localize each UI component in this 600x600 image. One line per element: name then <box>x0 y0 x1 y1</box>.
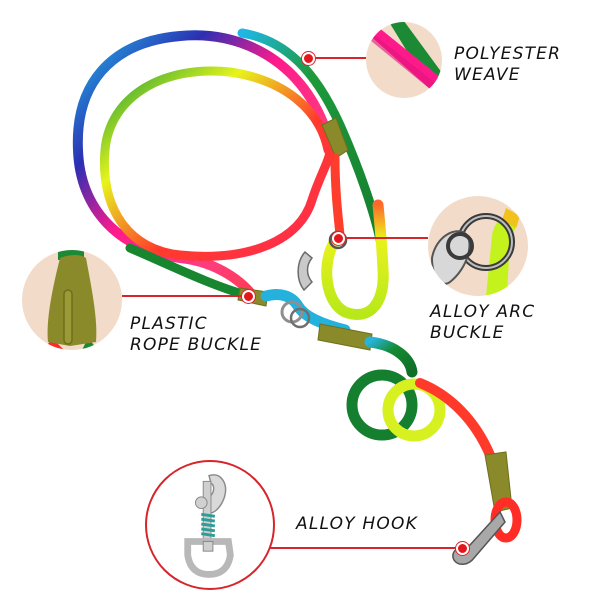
callout-line-plastic-buckle <box>122 295 248 297</box>
label-alloy-arc-buckle: ALLOY ARC BUCKLE <box>430 302 536 343</box>
polyester-weave-closeup <box>366 22 442 98</box>
alloy-arc-buckle-closeup <box>428 196 528 296</box>
callout-line-alloy-hook <box>268 547 462 549</box>
label-plastic-rope-buckle: PLASTIC ROPE BUCKLE <box>130 314 263 355</box>
callout-dot-alloy-hook <box>456 542 469 555</box>
label-alloy-hook: ALLOY HOOK <box>296 514 418 534</box>
callout-line-polyester <box>308 57 366 59</box>
callout-dot-plastic-buckle <box>242 290 255 303</box>
callout-line-alloy-arc <box>340 237 428 239</box>
plastic-rope-buckle-closeup <box>22 250 122 350</box>
alloy-hook-closeup <box>145 460 275 590</box>
callout-dot-alloy-arc <box>332 232 345 245</box>
callout-dot-polyester <box>302 52 315 65</box>
label-polyester-weave: POLYESTER WEAVE <box>454 44 562 85</box>
